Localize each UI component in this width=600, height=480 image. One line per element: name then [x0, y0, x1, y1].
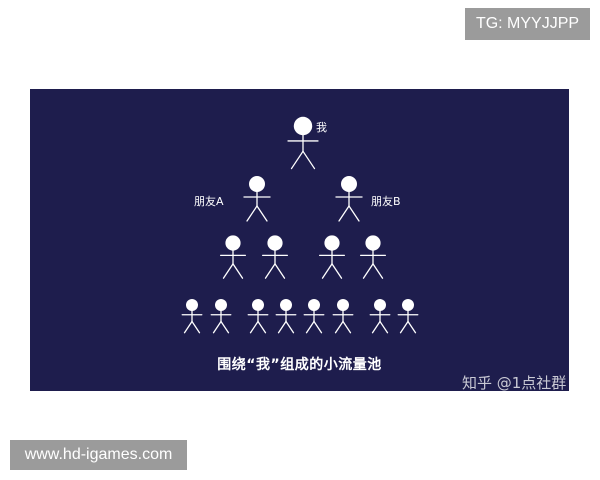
label-friend-a: 朋友A — [194, 195, 224, 208]
people-network-diagram — [181, 116, 419, 334]
diagram-panel: 我 朋友A 朋友B 围绕“我”组成的小流量池 知乎 @1点社群 — [30, 89, 569, 391]
diagram-caption: 围绕“我”组成的小流量池 — [217, 357, 382, 373]
person-icon-second-1 — [219, 235, 247, 279]
watermark-top-right: TG: MYYJJPP — [465, 8, 590, 40]
label-friend-b: 朋友B — [371, 195, 401, 208]
person-icon-second-2 — [261, 235, 289, 279]
person-icon-third-7 — [369, 299, 391, 334]
person-icon-third-2 — [210, 299, 232, 334]
person-icon-third-8 — [397, 299, 419, 334]
zhihu-watermark: 知乎 @1点社群 — [462, 374, 567, 391]
person-icon-third-6 — [332, 299, 354, 334]
person-icon-third-1 — [181, 299, 203, 334]
person-icon-second-3 — [318, 235, 346, 279]
person-icon-third-3 — [247, 299, 269, 334]
person-icon-third-4 — [275, 299, 297, 334]
person-icon-second-4 — [359, 235, 387, 279]
label-me: 我 — [316, 121, 327, 134]
person-icon-friend-2 — [335, 176, 363, 222]
person-icon-me-1 — [287, 116, 319, 170]
person-icon-third-5 — [303, 299, 325, 334]
person-icon-friend-1 — [243, 176, 271, 222]
watermark-bottom-left: www.hd-igames.com — [10, 440, 187, 470]
